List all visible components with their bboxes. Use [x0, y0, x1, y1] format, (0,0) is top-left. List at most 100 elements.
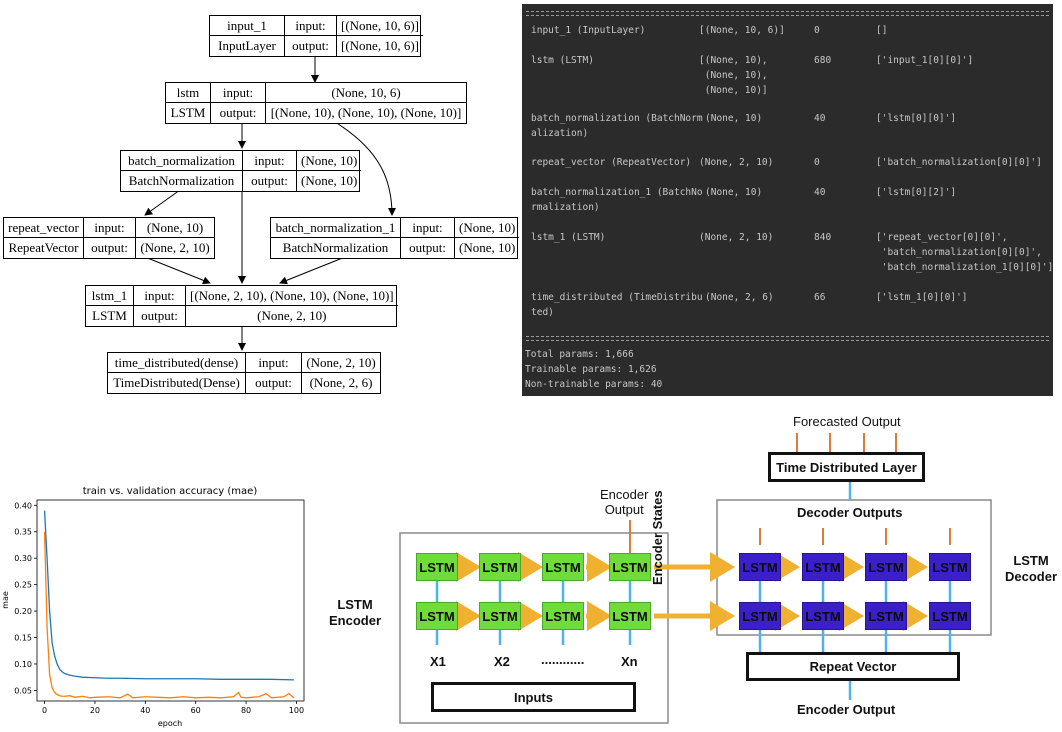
node-in-shape: (None, 10) — [455, 218, 520, 238]
encoder-lstm-cell: LSTM — [416, 553, 458, 581]
node-out-label: output: — [243, 171, 297, 191]
node-name: lstm — [166, 83, 211, 103]
summary-row-1-shape: [(None, 10), (None, 10), (None, 10)] — [699, 55, 768, 96]
input-label-x1: X1 — [430, 654, 446, 669]
decoder-lstm-cell: LSTM — [802, 602, 844, 630]
node-out-label: output: — [285, 36, 337, 56]
summary-row-6-params: 66 — [814, 292, 826, 303]
node-name: time_distributed(dense) — [108, 353, 246, 373]
inputs-box: Inputs — [431, 682, 636, 712]
summary-row-4-shape: (None, 10) — [705, 187, 763, 198]
model-summary-panel: input_1 (InputLayer) [(None, 10, 6)] 0 [… — [522, 4, 1053, 396]
summary-row-3-layer: repeat_vector (RepeatVector) — [531, 157, 692, 168]
encoder-decoder-connectors — [399, 433, 992, 724]
summary-row-2-params: 40 — [814, 113, 826, 124]
decoder-lstm-cell: LSTM — [929, 553, 971, 581]
summary-row-3-shape: (None, 2, 10) — [699, 157, 774, 168]
summary-row-0-shape: [(None, 10, 6)] — [699, 25, 785, 36]
node-out-shape: (None, 10) — [301, 173, 358, 188]
summary-row-4-layer: batch_normalization_1 (BatchNo rmalizati… — [531, 187, 703, 213]
summary-total-params: Total params: 1,666 — [525, 349, 634, 360]
node-in-label: input: — [211, 83, 266, 103]
node-batch-normalization: batch_normalization input: (None, 10) Ba… — [120, 150, 362, 192]
plot-area-frame — [36, 499, 305, 702]
node-out-label: output: — [211, 103, 266, 123]
node-type: TimeDistributed(Dense) — [108, 373, 246, 393]
summary-row-1-params: 680 — [814, 55, 832, 66]
summary-row-2-layer: batch_normalization (BatchNorm alization… — [531, 113, 703, 139]
summary-row-3-params: 0 — [814, 157, 820, 168]
node-input-1: input_1 input: [(None, 10, 6)] InputLaye… — [209, 15, 423, 57]
edge-bn1-lstm1 — [279, 256, 346, 285]
y-tick-label: 0.20 — [14, 607, 32, 616]
node-out-label: output: — [246, 373, 302, 393]
x-tick-label: 100 — [289, 706, 304, 715]
summary-row-5-connected: ['repeat_vector[0][0]', 'batch_normaliza… — [876, 232, 1053, 273]
chart-title: train vs. validation accuracy (mae) — [83, 486, 258, 497]
model-plot-edges — [144, 55, 396, 351]
input-label-xn: Xn — [621, 654, 638, 669]
x-axis-label: epoch — [158, 719, 182, 728]
summary-row-5-shape: (None, 2, 10) — [699, 232, 774, 243]
summary-row-6-shape: (None, 2, 6) — [705, 292, 774, 303]
node-in-label: input: — [134, 286, 186, 306]
encoder-lstm-cell: LSTM — [479, 602, 521, 630]
node-out-shape: [(None, 10), (None, 10), (None, 10)] — [270, 105, 462, 120]
x-tick-label: 40 — [140, 706, 150, 715]
summary-row-0-connected: [] — [876, 25, 888, 36]
time-distributed-layer-box: Time Distributed Layer — [768, 452, 925, 482]
summary-row-4-params: 40 — [814, 187, 826, 198]
encoder-lstm-cell: LSTM — [609, 553, 651, 581]
node-out-shape: (None, 2, 10) — [140, 240, 210, 255]
y-tick-label: 0.40 — [14, 501, 32, 510]
encoder-lstm-cell: LSTM — [542, 602, 584, 630]
encoder-lstm-cell: LSTM — [479, 553, 521, 581]
x-tick-label: 80 — [241, 706, 251, 715]
x-tick-label: 60 — [191, 706, 201, 715]
y-tick-label: 0.35 — [14, 528, 32, 537]
node-out-shape: (None, 10) — [459, 240, 516, 255]
y-axis-label: mae — [1, 591, 10, 609]
encoder-lstm-cell: LSTM — [609, 602, 651, 630]
node-name: batch_normalization — [121, 151, 243, 171]
summary-row-4-connected: ['lstm[0][2]'] — [876, 187, 957, 198]
node-time-distributed: time_distributed(dense) input: (None, 2,… — [107, 352, 381, 394]
y-tick-label: 0.30 — [14, 554, 32, 563]
node-type: BatchNormalization — [121, 171, 243, 191]
decoder-outputs-label: Decoder Outputs — [797, 505, 903, 520]
summary-row-0-params: 0 — [814, 25, 820, 36]
encoder-container — [399, 532, 669, 724]
encoder-states-label: Encoder States — [650, 490, 665, 585]
edge-lstm-bn1 — [334, 121, 396, 216]
series-line-orange — [43, 531, 295, 699]
input-label-ellipsis: ............ — [541, 652, 585, 667]
node-name: repeat_vector — [4, 218, 84, 238]
y-tick-label: 0.25 — [14, 581, 32, 590]
node-type: InputLayer — [210, 36, 285, 56]
summary-row-3-connected: ['batch_normalization[0][0]'] — [876, 157, 1042, 168]
encoder-output-top-label: Encoder Output — [600, 487, 649, 517]
node-type: LSTM — [166, 103, 211, 123]
y-tick-label: 0.10 — [14, 660, 32, 669]
node-in-shape: (None, 10, 6) — [266, 83, 466, 103]
node-in-shape: (None, 10) — [136, 218, 214, 238]
node-in-label: input: — [246, 353, 302, 373]
summary-non-trainable-params: Non-trainable params: 40 — [525, 379, 663, 390]
summary-row-2-shape: (None, 10) — [705, 113, 763, 124]
summary-separator-bottom — [526, 336, 1049, 341]
summary-row-5-params: 840 — [814, 232, 832, 243]
node-name: batch_normalization_1 — [271, 218, 401, 238]
lstm-encoder-label: LSTM Encoder — [329, 597, 382, 628]
input-label-x2: X2 — [494, 654, 510, 669]
forecasted-output-label: Forecasted Output — [793, 414, 901, 429]
summary-row-1-connected: ['input_1[0][0]'] — [876, 55, 974, 66]
node-in-shape: [(None, 10, 6)] — [337, 16, 423, 36]
decoder-lstm-cell: LSTM — [739, 602, 781, 630]
encoder-lstm-cell: LSTM — [416, 602, 458, 630]
edge-repeat-lstm1 — [144, 256, 211, 285]
decoder-lstm-cell: LSTM — [865, 602, 907, 630]
node-in-shape: [(None, 2, 10), (None, 10), (None, 10)] — [186, 286, 398, 306]
summary-row-5-layer: lstm_1 (LSTM) — [531, 232, 606, 243]
summary-row-1-layer: lstm (LSTM) — [531, 55, 594, 66]
